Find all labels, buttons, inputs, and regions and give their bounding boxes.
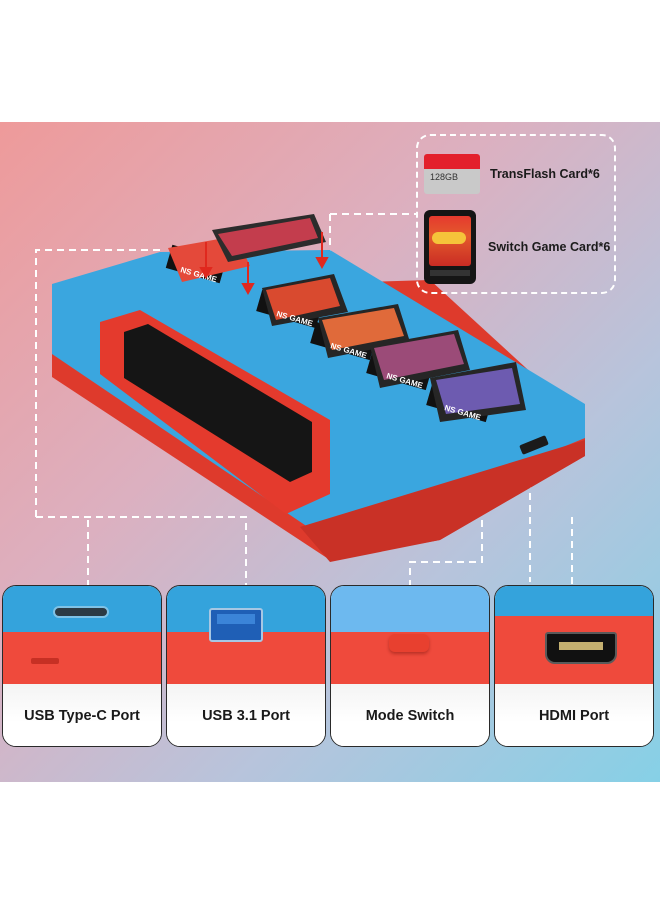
device-hdmi-opening: [519, 435, 549, 455]
hdmi-port-icon: [545, 632, 617, 664]
tf-card-capacity: 128GB: [430, 172, 459, 182]
contents-legend: 128GB TransFlash Card*6 Switch Game Card…: [416, 134, 616, 294]
usb-a-port-icon: [209, 608, 263, 642]
callout-lines: [35, 213, 573, 592]
product-scene: NS GAME NS GAME NS GAME NS GAME NS GAME …: [0, 122, 660, 782]
usb-c-port-icon: [53, 606, 109, 618]
legend-tf-card: 128GB TransFlash Card*6: [424, 154, 600, 194]
panel-label-usb-a: USB 3.1 Port: [202, 708, 290, 724]
panel-usb-a: USB 3.1 Port: [166, 585, 326, 747]
mode-switch-icon: [389, 634, 429, 652]
insert-arrows: [199, 232, 329, 296]
panel-usb-c: USB Type-C Port: [2, 585, 162, 747]
panel-mode-switch: Mode Switch: [330, 585, 490, 747]
port-panels: USB Type-C Port USB 3.1 Port Mode Switch…: [0, 585, 660, 749]
game-card-label: Switch Game Card*6: [488, 240, 611, 254]
device-bottom-edge: [300, 440, 585, 562]
panel-label-mode-switch: Mode Switch: [365, 708, 455, 724]
legend-game-card: Switch Game Card*6: [424, 210, 610, 284]
panel-hdmi: HDMI Port: [494, 585, 654, 747]
game-card-icon: [424, 210, 476, 284]
device-black-panel: [124, 324, 312, 482]
inserted-cards: [168, 214, 526, 422]
panel-label-usb-c: USB Type-C Port: [24, 708, 140, 724]
device-illustration: NS GAME NS GAME NS GAME NS GAME NS GAME: [35, 213, 585, 592]
device-blue-top: [52, 250, 585, 542]
tf-card-label: TransFlash Card*6: [490, 167, 600, 181]
panel-label-hdmi: HDMI Port: [538, 708, 610, 724]
tf-card-icon: 128GB: [424, 154, 480, 194]
